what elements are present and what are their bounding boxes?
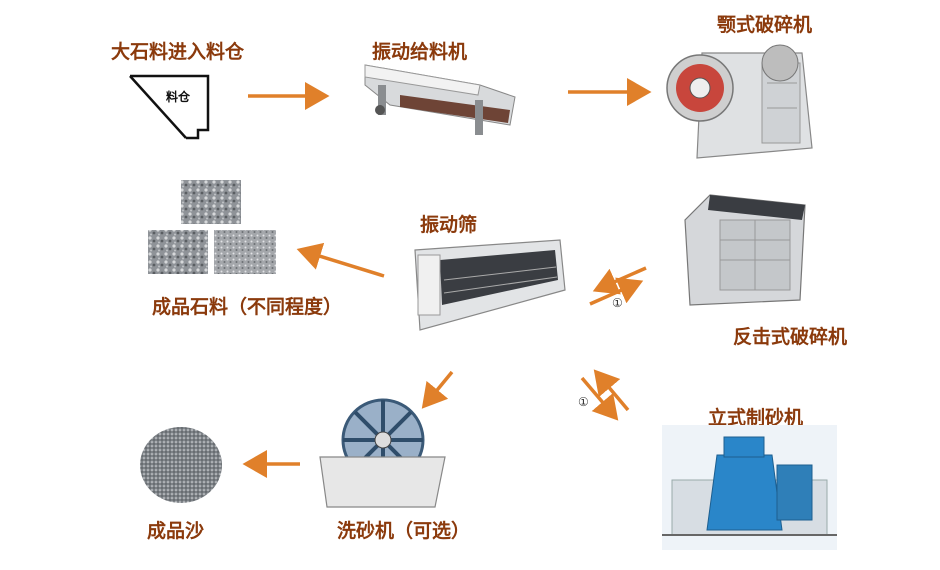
arrow-vsi-to-screen — [596, 372, 628, 410]
hopper-inner-label: 料仓 — [166, 88, 190, 105]
impact-crusher-label: 反击式破碎机 — [733, 322, 847, 349]
impact-crusher-image — [680, 190, 815, 310]
hopper: 料仓 — [128, 72, 212, 142]
jaw-crusher-image — [662, 28, 822, 166]
hopper-label: 大石料进入料仓 — [111, 37, 244, 64]
arrow-screen-to-stone — [300, 250, 384, 276]
vsi-loop-marker: ① — [578, 395, 589, 409]
impact-loop-marker: ① — [612, 296, 623, 310]
sand-washer-label: 洗砂机（可选） — [337, 516, 470, 543]
vibrating-feeder-image — [360, 55, 520, 140]
sand-washer-image — [315, 395, 450, 510]
finished-sand-label: 成品沙 — [147, 516, 204, 543]
finished-stone-label: 成品石料（不同程度） — [152, 292, 342, 319]
vsi-crusher-image — [662, 425, 837, 550]
screen-label: 振动筛 — [420, 210, 477, 237]
vibrating-screen-image — [410, 235, 570, 335]
finished-stone-image — [148, 180, 278, 275]
finished-sand-image — [139, 425, 223, 505]
arrow-impact-to-screen — [596, 268, 646, 290]
